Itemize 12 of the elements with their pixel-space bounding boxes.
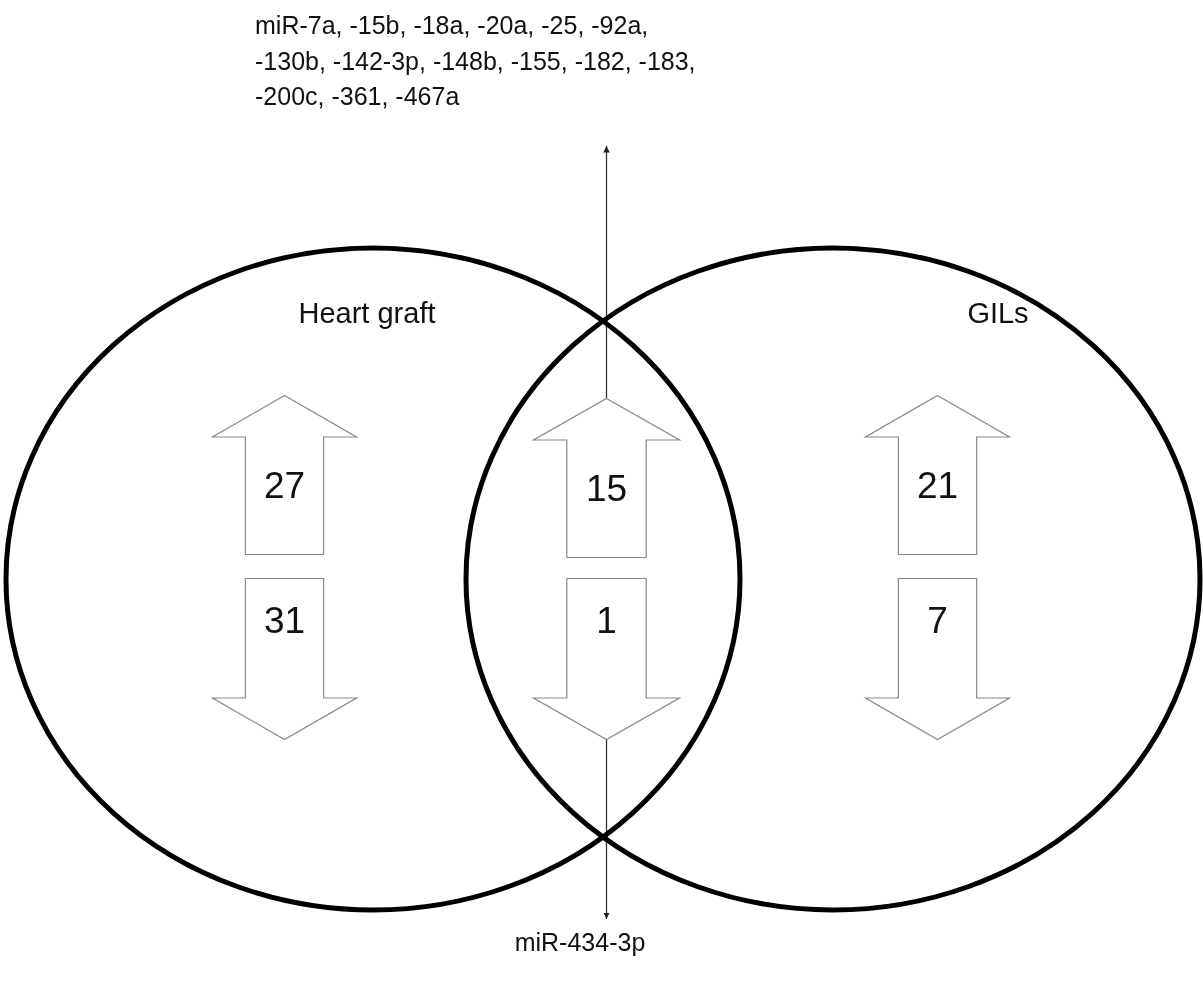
- mirna-list: miR-7a, -15b, -18a, -20a, -25, -92a, -130b, -142-3p, -148b, -155, -182, -183, -200c, -361, -467a: [255, 8, 710, 115]
- count-number: 1: [595, 600, 618, 642]
- mirna-list: miR-434-3p: [495, 925, 665, 961]
- connector-arrow: [603, 145, 610, 399]
- count-number: 7: [926, 600, 949, 642]
- set-label: GILs: [966, 297, 1030, 330]
- set-label: Heart graft: [297, 297, 437, 330]
- connector-arrow: [603, 739, 610, 920]
- count-number: 31: [262, 600, 307, 642]
- count-number: 15: [584, 468, 629, 510]
- count-number: 27: [262, 465, 307, 507]
- count-number: 21: [915, 465, 960, 507]
